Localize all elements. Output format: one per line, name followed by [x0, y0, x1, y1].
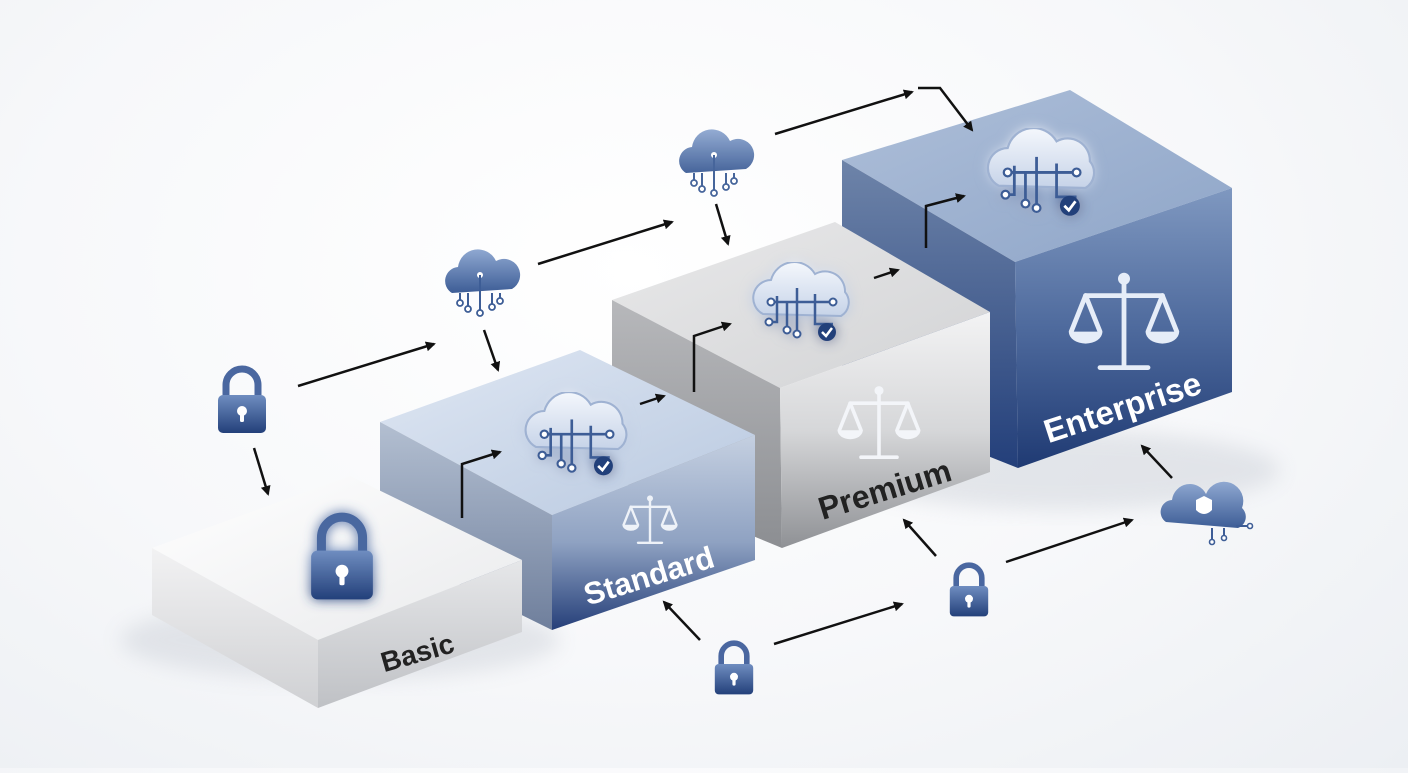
tier-block-basic[interactable]: Basic	[152, 476, 522, 708]
cloud-network-icon	[678, 128, 756, 198]
padlock-icon	[950, 565, 988, 616]
cloud-shield-icon	[1160, 481, 1254, 546]
connector-arrows	[252, 86, 1173, 646]
padlock-icon	[715, 643, 753, 694]
padlock-icon	[218, 369, 266, 433]
cloud-network-icon	[444, 248, 522, 318]
